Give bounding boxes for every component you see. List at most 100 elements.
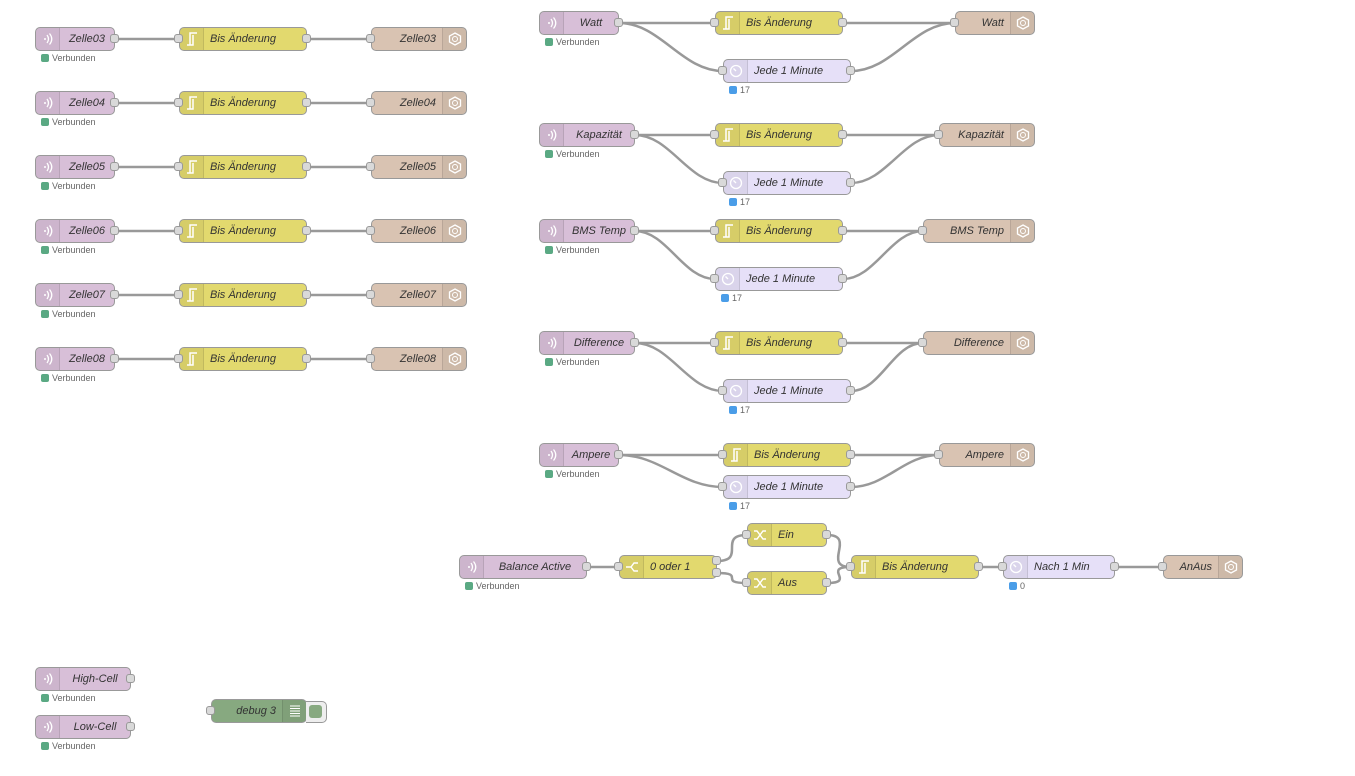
output-port[interactable] (302, 34, 311, 43)
input-port[interactable] (174, 162, 183, 171)
output-port[interactable] (712, 568, 721, 577)
input-port[interactable] (174, 226, 183, 235)
output-port[interactable] (302, 98, 311, 107)
output-port[interactable] (822, 530, 831, 539)
mqtt-out-node[interactable]: Zelle07 (371, 283, 467, 307)
output-port[interactable] (302, 162, 311, 171)
output-port[interactable] (838, 338, 847, 347)
mqtt-out-node[interactable]: Zelle03 (371, 27, 467, 51)
wire[interactable] (618, 21, 724, 73)
output-port[interactable] (110, 162, 119, 171)
output-port[interactable] (838, 130, 847, 139)
input-port[interactable] (742, 578, 751, 587)
rbe-filter-node[interactable]: Bis Änderung (723, 443, 851, 467)
wire[interactable] (850, 341, 924, 393)
input-port[interactable] (918, 226, 927, 235)
input-port[interactable] (742, 530, 751, 539)
wire[interactable] (826, 533, 852, 569)
output-port[interactable] (582, 562, 591, 571)
input-port[interactable] (366, 162, 375, 171)
mqtt-in-node[interactable]: High-Cell (35, 667, 131, 691)
output-port[interactable] (846, 66, 855, 75)
mqtt-out-node[interactable]: Zelle04 (371, 91, 467, 115)
output-port[interactable] (838, 226, 847, 235)
wire[interactable] (618, 453, 724, 489)
rbe-filter-node[interactable]: Bis Änderung (715, 123, 843, 147)
mqtt-out-node[interactable]: Watt (955, 11, 1035, 35)
input-port[interactable] (710, 338, 719, 347)
mqtt-in-node[interactable]: Zelle08 (35, 347, 115, 371)
wire[interactable] (716, 571, 748, 585)
delay-node[interactable]: Jede 1 Minute (723, 59, 851, 83)
mqtt-in-node[interactable]: Zelle07 (35, 283, 115, 307)
output-port[interactable] (302, 226, 311, 235)
output-port[interactable] (110, 34, 119, 43)
input-port[interactable] (1158, 562, 1167, 571)
input-port[interactable] (718, 178, 727, 187)
input-port[interactable] (366, 226, 375, 235)
output-port[interactable] (846, 386, 855, 395)
switch-node[interactable]: 0 oder 1 (619, 555, 717, 579)
input-port[interactable] (206, 706, 215, 715)
input-port[interactable] (366, 34, 375, 43)
change-node[interactable]: Aus (747, 571, 827, 595)
mqtt-in-node[interactable]: Balance Active (459, 555, 587, 579)
input-port[interactable] (614, 562, 623, 571)
output-port[interactable] (126, 674, 135, 683)
input-port[interactable] (710, 18, 719, 27)
output-port[interactable] (302, 354, 311, 363)
rbe-filter-node[interactable]: Bis Änderung (179, 347, 307, 371)
delay-node[interactable]: Jede 1 Minute (723, 379, 851, 403)
rbe-filter-node[interactable]: Bis Änderung (715, 331, 843, 355)
input-port[interactable] (718, 66, 727, 75)
input-port[interactable] (998, 562, 1007, 571)
output-port[interactable] (846, 450, 855, 459)
output-port[interactable] (846, 178, 855, 187)
mqtt-out-node[interactable]: AnAus (1163, 555, 1243, 579)
mqtt-in-node[interactable]: Low-Cell (35, 715, 131, 739)
input-port[interactable] (710, 226, 719, 235)
output-port[interactable] (838, 274, 847, 283)
input-port[interactable] (934, 130, 943, 139)
input-port[interactable] (934, 450, 943, 459)
rbe-filter-node[interactable]: Bis Änderung (179, 283, 307, 307)
mqtt-out-node[interactable]: Zelle05 (371, 155, 467, 179)
wire[interactable] (850, 133, 940, 185)
rbe-filter-node[interactable]: Bis Änderung (851, 555, 979, 579)
mqtt-in-node[interactable]: Zelle03 (35, 27, 115, 51)
output-port[interactable] (712, 556, 721, 565)
mqtt-out-node[interactable]: Kapazität (939, 123, 1035, 147)
output-port[interactable] (630, 226, 639, 235)
input-port[interactable] (718, 450, 727, 459)
output-port[interactable] (974, 562, 983, 571)
rbe-filter-node[interactable]: Bis Änderung (715, 11, 843, 35)
mqtt-out-node[interactable]: Ampere (939, 443, 1035, 467)
output-port[interactable] (110, 354, 119, 363)
output-port[interactable] (614, 450, 623, 459)
mqtt-in-node[interactable]: Zelle04 (35, 91, 115, 115)
output-port[interactable] (838, 18, 847, 27)
mqtt-in-node[interactable]: Difference (539, 331, 635, 355)
input-port[interactable] (366, 98, 375, 107)
mqtt-in-node[interactable]: Kapazität (539, 123, 635, 147)
input-port[interactable] (950, 18, 959, 27)
input-port[interactable] (174, 34, 183, 43)
rbe-filter-node[interactable]: Bis Änderung (715, 219, 843, 243)
wire[interactable] (634, 133, 724, 185)
output-port[interactable] (614, 18, 623, 27)
delay-node[interactable]: Nach 1 Min (1003, 555, 1115, 579)
output-port[interactable] (1110, 562, 1119, 571)
change-node[interactable]: Ein (747, 523, 827, 547)
mqtt-out-node[interactable]: Zelle08 (371, 347, 467, 371)
input-port[interactable] (174, 290, 183, 299)
mqtt-in-node[interactable]: Ampere (539, 443, 619, 467)
mqtt-out-node[interactable]: BMS Temp (923, 219, 1035, 243)
output-port[interactable] (126, 722, 135, 731)
mqtt-out-node[interactable]: Zelle06 (371, 219, 467, 243)
mqtt-in-node[interactable]: Zelle05 (35, 155, 115, 179)
rbe-filter-node[interactable]: Bis Änderung (179, 91, 307, 115)
input-port[interactable] (366, 354, 375, 363)
wire[interactable] (842, 229, 924, 281)
output-port[interactable] (846, 482, 855, 491)
output-port[interactable] (110, 98, 119, 107)
